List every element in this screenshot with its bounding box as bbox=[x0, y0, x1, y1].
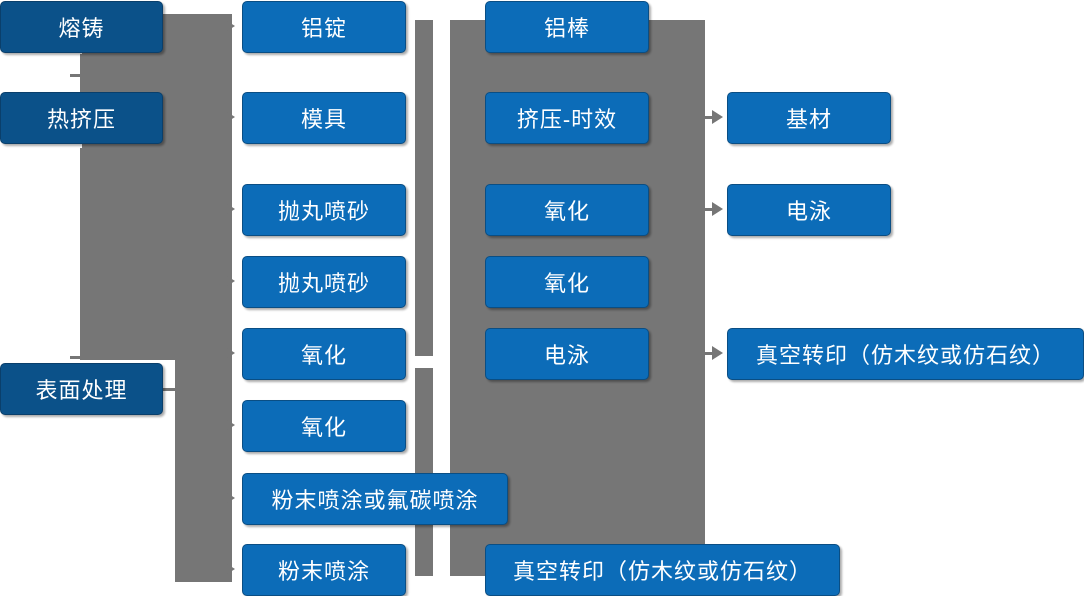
arrow-to-out-substrate bbox=[712, 110, 723, 124]
material-label-powder: 粉末喷涂 bbox=[277, 559, 370, 584]
material-box-shot-1[interactable]: 抛丸喷砂 bbox=[242, 184, 406, 236]
output-label-substrate: 基材 bbox=[785, 107, 832, 132]
spine-tick-3 bbox=[433, 208, 450, 212]
output-label-electro: 电泳 bbox=[785, 199, 832, 224]
material-label-mold: 模具 bbox=[300, 107, 347, 132]
arrow-to-mat-powder bbox=[224, 562, 235, 576]
spine-tick-5 bbox=[433, 352, 450, 356]
material-label-ingot: 铝锭 bbox=[300, 16, 347, 41]
arrow-to-mat-oxid-1 bbox=[224, 346, 235, 360]
material-box-mold[interactable]: 模具 bbox=[242, 92, 406, 144]
chevron-down-melting bbox=[70, 74, 84, 77]
material-box-oxid-1[interactable]: 氧化 bbox=[242, 328, 406, 380]
process-label-electro: 电泳 bbox=[543, 343, 590, 368]
process-box-oxid-1[interactable]: 氧化 bbox=[485, 184, 649, 236]
process-box-transfer[interactable]: 真空转印（仿木纹或仿石纹） bbox=[485, 544, 840, 596]
link-surface-to-trunk bbox=[162, 388, 212, 391]
arrow-to-mat-powder-fluorocarbon bbox=[224, 491, 235, 505]
material-label-shot-2: 抛丸喷砂 bbox=[277, 271, 370, 296]
process-label-oxid-1: 氧化 bbox=[543, 199, 590, 224]
arrow-to-mat-mold bbox=[224, 110, 235, 124]
material-box-powder-fluorocarbon[interactable]: 粉末喷涂或氟碳喷涂 bbox=[242, 473, 508, 525]
output-box-transfer[interactable]: 真空转印（仿木纹或仿石纹） bbox=[727, 328, 1084, 380]
material-box-shot-2[interactable]: 抛丸喷砂 bbox=[242, 256, 406, 308]
arrow-to-out-transfer bbox=[712, 346, 723, 360]
arrow-to-mat-oxid-2 bbox=[224, 418, 235, 432]
arrow-to-mat-shot-2 bbox=[224, 274, 235, 288]
arrow-stem-out-transfer bbox=[705, 352, 715, 355]
arrow-to-mat-shot-1 bbox=[224, 202, 235, 216]
stage-label-melting: 熔铸 bbox=[58, 16, 105, 41]
arrow-stem-out-electro bbox=[705, 208, 715, 211]
output-label-transfer: 真空转印（仿木纹或仿石纹） bbox=[755, 343, 1055, 368]
arrow-to-mat-ingot bbox=[224, 19, 235, 33]
material-box-powder[interactable]: 粉末喷涂 bbox=[242, 544, 406, 596]
spine-tick-4 bbox=[433, 280, 450, 284]
chevron-down-surface bbox=[70, 356, 84, 359]
process-box-bar[interactable]: 铝棒 bbox=[485, 1, 649, 53]
process-label-aging: 挤压-时效 bbox=[516, 107, 618, 132]
output-box-electro[interactable]: 电泳 bbox=[727, 184, 891, 236]
stage-label-surface: 表面处理 bbox=[35, 378, 128, 403]
stage-box-surface[interactable]: 表面处理 bbox=[0, 363, 163, 415]
spine-gap-lower bbox=[415, 356, 433, 368]
output-box-substrate[interactable]: 基材 bbox=[727, 92, 891, 144]
material-label-oxid-2: 氧化 bbox=[300, 415, 347, 440]
arrow-stem-out-substrate bbox=[705, 116, 715, 119]
material-label-oxid-1: 氧化 bbox=[300, 343, 347, 368]
material-label-shot-1: 抛丸喷砂 bbox=[277, 199, 370, 224]
arrow-to-out-electro bbox=[712, 202, 723, 216]
material-box-oxid-2[interactable]: 氧化 bbox=[242, 400, 406, 452]
stage-box-melting[interactable]: 熔铸 bbox=[0, 1, 163, 53]
process-label-transfer: 真空转印（仿木纹或仿石纹） bbox=[512, 559, 812, 584]
process-box-electro[interactable]: 电泳 bbox=[485, 328, 649, 380]
material-box-ingot[interactable]: 铝锭 bbox=[242, 1, 406, 53]
connector-spine bbox=[415, 20, 433, 576]
stage-box-extrusion[interactable]: 热挤压 bbox=[0, 92, 163, 144]
connector-notch-bottom bbox=[80, 582, 232, 596]
material-label-powder-fluorocarbon: 粉末喷涂或氟碳喷涂 bbox=[271, 488, 479, 513]
connector-notch-mid bbox=[0, 58, 80, 94]
process-box-aging[interactable]: 挤压-时效 bbox=[485, 92, 649, 144]
process-label-bar: 铝棒 bbox=[543, 16, 590, 41]
spine-tick-6 bbox=[433, 566, 450, 570]
process-label-oxid-2: 氧化 bbox=[543, 271, 590, 296]
process-box-oxid-2[interactable]: 氧化 bbox=[485, 256, 649, 308]
spine-tick-1 bbox=[433, 20, 450, 24]
spine-tick-2 bbox=[433, 116, 450, 120]
stage-label-extrusion: 热挤压 bbox=[46, 107, 116, 132]
